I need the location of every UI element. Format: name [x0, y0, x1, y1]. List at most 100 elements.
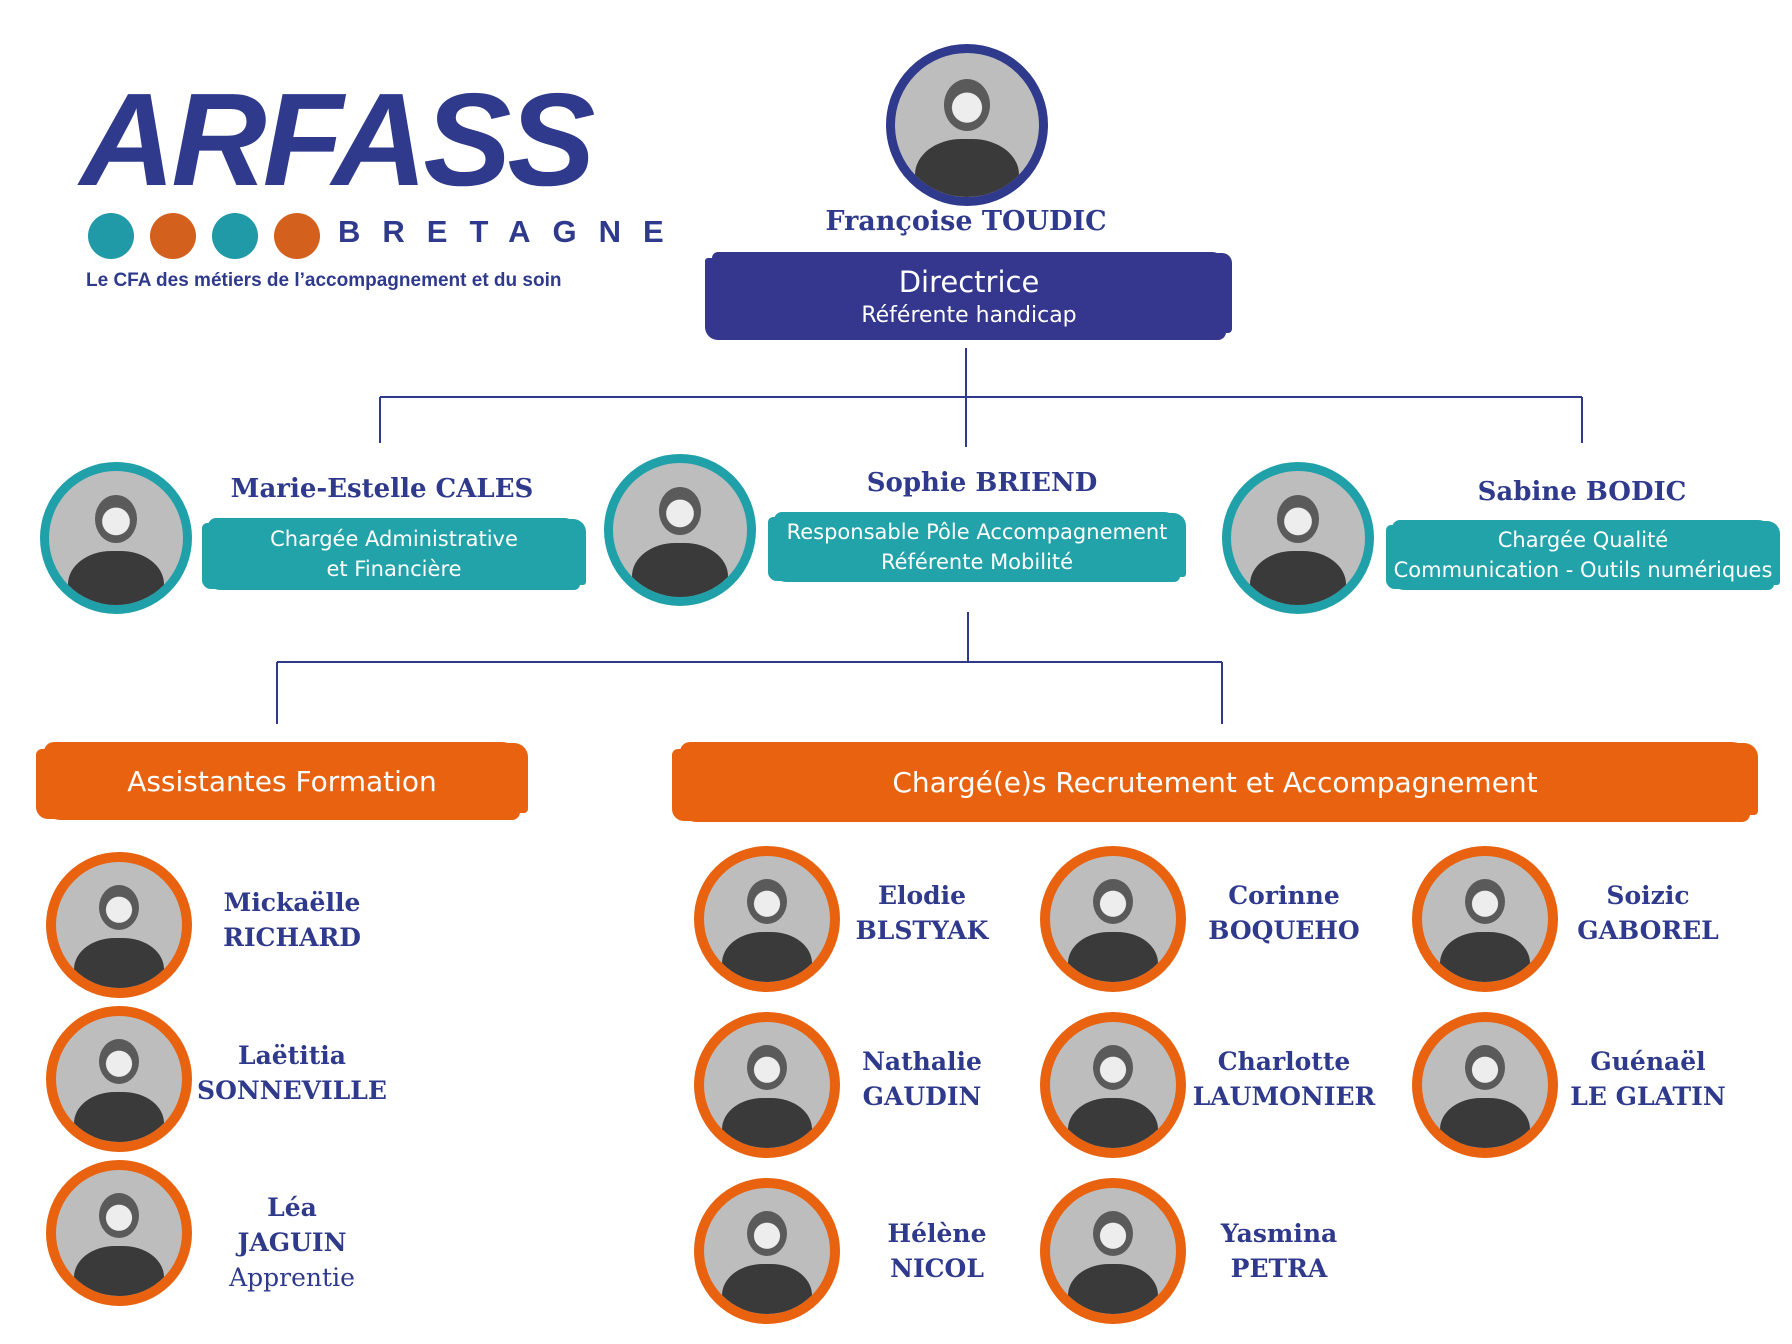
manager-role: Chargée Qualité: [1497, 528, 1669, 552]
member-first-name: Nathalie: [862, 1047, 982, 1076]
logo-dots: [88, 213, 320, 259]
member-name: Mickaëlle RICHARD: [192, 885, 392, 955]
member-name: Charlotte LAUMONIER: [1190, 1044, 1378, 1114]
member-name: Elodie BLSTYAK: [842, 878, 1002, 948]
member-avatar: [1040, 1012, 1186, 1158]
team-banner-assistants: Assistantes Formation: [44, 742, 520, 820]
director-avatar: [886, 44, 1048, 206]
avatar-head: [746, 1044, 788, 1091]
avatar-body: [1249, 551, 1347, 605]
manager-role: Chargée Administrative: [270, 527, 518, 551]
avatar-head: [1092, 1044, 1134, 1091]
logo-dot: [274, 213, 320, 259]
member-first-name: Corinne: [1228, 881, 1340, 910]
member-avatar: [1412, 1012, 1558, 1158]
manager-name: Sophie BRIEND: [866, 468, 1098, 498]
avatar-head: [1464, 878, 1506, 925]
logo-wordmark: ARFASS: [80, 66, 595, 213]
manager-role: Responsable Pôle Accompagnement: [786, 520, 1168, 544]
member-first-name: Laëtitia: [238, 1041, 346, 1070]
avatar-body: [73, 1091, 165, 1142]
member-avatar: [694, 1178, 840, 1324]
member-last-name: BOQUEHO: [1208, 916, 1360, 945]
logo-dot: [88, 213, 134, 259]
avatar-body: [73, 937, 165, 988]
member-name: Laëtitia SONNEVILLE: [192, 1038, 392, 1108]
avatar-body: [67, 551, 165, 605]
avatar-body: [721, 931, 813, 982]
manager-role-banner: Chargée Qualité Communication - Outils n…: [1392, 520, 1774, 590]
member-avatar: [46, 1160, 192, 1306]
avatar-body: [721, 1097, 813, 1148]
member-name: Hélène NICOL: [862, 1216, 1012, 1286]
manager-role-banner: Responsable Pôle Accompagnement Référent…: [774, 512, 1180, 582]
member-first-name: Soizic: [1606, 881, 1690, 910]
member-last-name: RICHARD: [223, 923, 361, 952]
manager-role-secondary: et Financière: [326, 557, 462, 581]
manager-avatar: [1222, 462, 1374, 614]
member-first-name: Elodie: [877, 881, 967, 910]
member-first-name: Mickaëlle: [223, 888, 361, 917]
member-last-name: BLSTYAK: [855, 916, 989, 945]
member-last-name: NICOL: [890, 1254, 984, 1283]
member-first-name: Hélène: [887, 1219, 987, 1248]
avatar-head: [943, 78, 991, 131]
avatar-head: [1276, 495, 1320, 544]
logo-dot: [150, 213, 196, 259]
member-last-name: PETRA: [1230, 1254, 1328, 1283]
avatar-head: [1092, 1210, 1134, 1257]
avatar-body: [1439, 1097, 1531, 1148]
manager-avatar: [40, 462, 192, 614]
team-banner-recruitment: Chargé(e)s Recrutement et Accompagnement: [680, 742, 1750, 822]
member-name: Yasmina PETRA: [1196, 1216, 1362, 1286]
member-last-name: LE GLATIN: [1570, 1082, 1726, 1111]
member-last-name: GAUDIN: [862, 1082, 982, 1111]
member-avatar: [1040, 846, 1186, 992]
avatar-head: [94, 495, 138, 544]
logo-region: BRETAGNE: [338, 214, 686, 249]
avatar-body: [1067, 1263, 1159, 1314]
avatar-body: [631, 543, 729, 597]
member-last-name: JAGUIN: [237, 1228, 347, 1257]
member-first-name: Guénaël: [1590, 1047, 1706, 1076]
member-first-name: Charlotte: [1217, 1047, 1351, 1076]
avatar-body: [1067, 1097, 1159, 1148]
avatar-body: [1067, 931, 1159, 982]
manager-name: Marie-Estelle CALES: [230, 474, 534, 504]
avatar-body: [1439, 931, 1531, 982]
member-first-name: Léa: [267, 1193, 317, 1222]
member-first-name: Yasmina: [1220, 1219, 1338, 1248]
logo-tagline: Le CFA des métiers de l’accompagnement e…: [86, 270, 562, 291]
avatar-head: [98, 1192, 140, 1239]
manager-role-secondary: Référente Mobilité: [880, 550, 1074, 574]
member-name: Nathalie GAUDIN: [842, 1044, 1002, 1114]
avatar-head: [98, 884, 140, 931]
avatar-head: [746, 1210, 788, 1257]
member-avatar: [694, 846, 840, 992]
avatar-head: [746, 878, 788, 925]
member-avatar: [46, 1006, 192, 1152]
avatar-head: [98, 1038, 140, 1085]
member-last-name: SONNEVILLE: [197, 1076, 387, 1105]
team-title: Chargé(e)s Recrutement et Accompagnement: [892, 765, 1538, 799]
director-name: Françoise TOUDIC: [825, 206, 1107, 237]
member-avatar: [46, 852, 192, 998]
director-role-banner: Directrice Référente handicap: [712, 252, 1226, 340]
member-name: Corinne BOQUEHO: [1190, 878, 1378, 948]
director-role: Directrice: [898, 264, 1040, 299]
member-note: Apprentie: [229, 1263, 355, 1292]
member-avatar: [694, 1012, 840, 1158]
avatar-head: [658, 487, 702, 536]
avatar-head: [1464, 1044, 1506, 1091]
arfass-logo: ARFASS BRETAGNE Le CFA des métiers de l’…: [80, 74, 664, 300]
member-name: Léa JAGUIN Apprentie: [192, 1190, 392, 1295]
manager-role-secondary: Communication - Outils numériques: [1393, 558, 1773, 582]
avatar-body: [73, 1245, 165, 1296]
member-last-name: LAUMONIER: [1192, 1082, 1376, 1111]
member-name: Guénaël LE GLATIN: [1560, 1044, 1736, 1114]
member-name: Soizic GABOREL: [1564, 878, 1732, 948]
member-last-name: GABOREL: [1577, 916, 1719, 945]
manager-name: Sabine BODIC: [1477, 477, 1687, 507]
team-title: Assistantes Formation: [127, 764, 437, 798]
manager-role-banner: Chargée Administrative et Financière: [208, 518, 580, 590]
